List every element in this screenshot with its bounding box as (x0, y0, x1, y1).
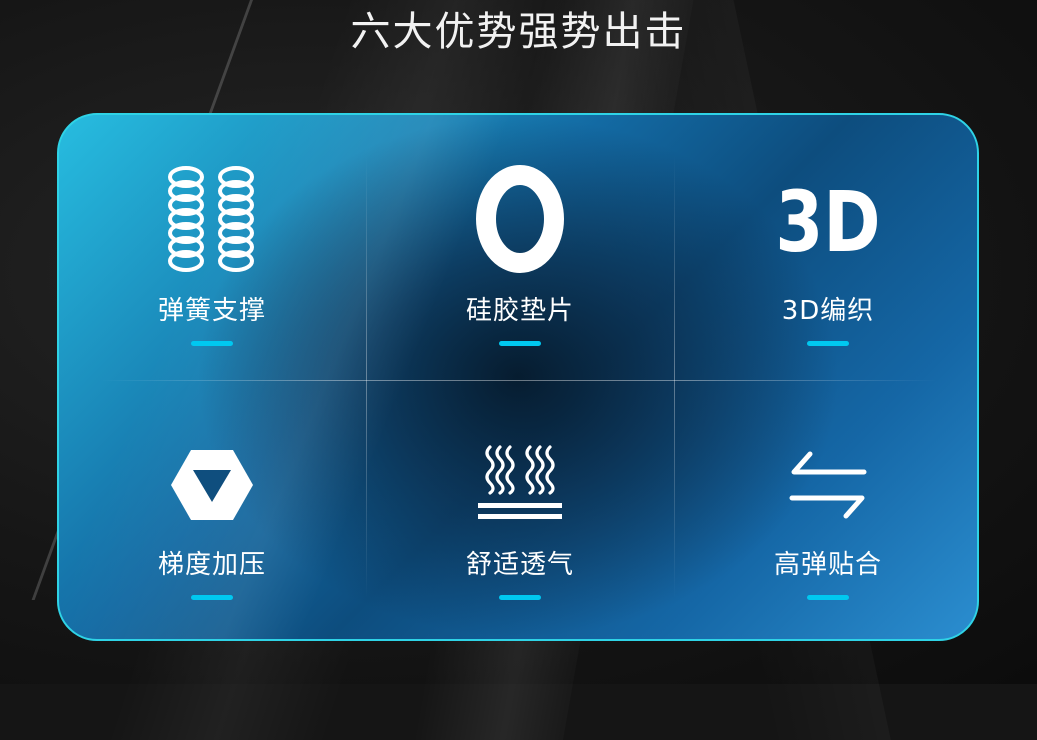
features-panel: 弹簧支撑 硅胶垫片 3D 3D编织 梯度加压 (57, 113, 979, 641)
3d-icon: 3D (763, 159, 893, 279)
feature-breathable: 舒适透气 (367, 381, 673, 639)
feature-underline (191, 595, 233, 600)
grid-divider-vertical (366, 155, 367, 599)
feature-underline (191, 341, 233, 346)
heat-waves-icon (455, 435, 585, 535)
feature-label: 梯度加压 (157, 550, 266, 580)
feature-silicone-pad: 硅胶垫片 (367, 115, 673, 379)
svg-text:3D: 3D (775, 174, 880, 269)
two-way-arrows-icon (763, 435, 893, 535)
hexagon-triangle-icon (147, 435, 277, 535)
silicone-ring-icon (455, 159, 585, 279)
feature-label: 弹簧支撑 (157, 296, 266, 326)
feature-label: 3D编织 (781, 296, 875, 326)
grid-divider-vertical (674, 155, 675, 599)
feature-label: 高弹贴合 (773, 550, 882, 580)
feature-high-elastic-fit: 高弹贴合 (675, 381, 977, 639)
feature-3d-weave: 3D 3D编织 (675, 115, 977, 379)
feature-underline (499, 341, 541, 346)
feature-underline (499, 595, 541, 600)
page-title: 六大优势强势出击 (350, 9, 687, 55)
feature-gradient-compression: 梯度加压 (59, 381, 365, 639)
feature-underline (807, 595, 849, 600)
grid-divider-horizontal (99, 380, 937, 381)
feature-label: 舒适透气 (465, 550, 574, 580)
feature-underline (807, 341, 849, 346)
feature-spring-support: 弹簧支撑 (59, 115, 365, 379)
spring-icon (147, 159, 277, 279)
feature-label: 硅胶垫片 (465, 296, 574, 326)
